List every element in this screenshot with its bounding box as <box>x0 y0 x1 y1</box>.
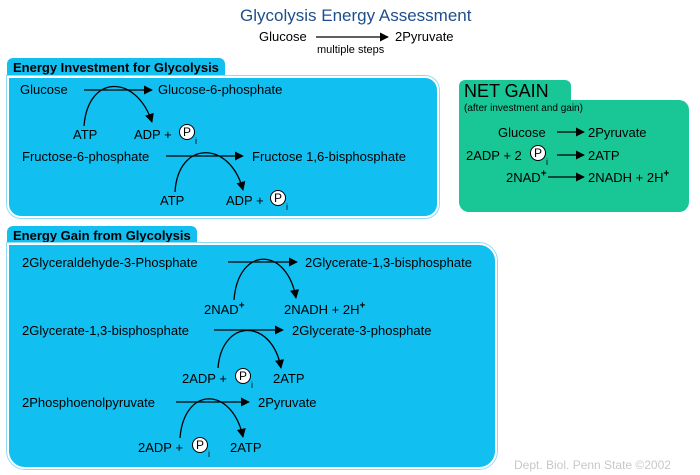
net-nadh: 2NADH + 2H+ <box>588 168 670 185</box>
net-atp: 2ATP <box>588 148 620 163</box>
phosphate-icon: P <box>235 368 251 384</box>
phosphate-subscript: i <box>195 136 197 146</box>
gain-nadh: 2NADH + 2H+ <box>284 300 366 317</box>
gain-panel <box>7 243 497 469</box>
investment-panel <box>7 76 439 218</box>
gain-adp-1: 2ADP + <box>182 371 227 386</box>
inv-glucose: Glucose <box>20 82 68 97</box>
overview-pyruvate: 2Pyruvate <box>395 29 454 44</box>
net-gain-panel <box>459 100 689 212</box>
gain-nad: 2NAD+ <box>204 300 245 317</box>
net-gain-title: NET GAIN <box>464 81 549 101</box>
inv-atp-2: ATP <box>160 193 185 208</box>
inv-adp-2: ADP + <box>226 193 264 208</box>
phosphate-subscript: i <box>546 157 548 167</box>
gain-pyruvate: 2Pyruvate <box>258 395 317 410</box>
inv-adp-1: ADP + <box>134 127 172 142</box>
phosphate-icon: P <box>192 437 208 453</box>
phosphate-subscript: i <box>251 380 253 390</box>
gain-glyceraldehyde: 2Glyceraldehyde-3-Phosphate <box>22 255 198 270</box>
overview-glucose: Glucose <box>259 29 307 44</box>
phosphate-icon: P <box>179 124 195 140</box>
inv-atp-1: ATP <box>73 127 98 142</box>
gain-atp-1: 2ATP <box>273 371 305 386</box>
overview-note: multiple steps <box>317 44 385 56</box>
inv-fructose-6-phosphate: Fructose-6-phosphate <box>22 149 150 164</box>
gain-glycerate-bisphosphate-2: 2Glycerate-1,3-bisphosphate <box>22 323 189 338</box>
net-pyruvate: 2Pyruvate <box>588 125 647 140</box>
net-adp: 2ADP + 2 <box>466 148 522 163</box>
investment-heading-tab: Energy Investment for Glycolysis <box>7 58 225 78</box>
net-gain-subtitle: (after investment and gain) <box>464 103 583 114</box>
net-glucose: Glucose <box>498 125 546 140</box>
gain-atp-2: 2ATP <box>230 440 262 455</box>
inv-glucose-6-phosphate: Glucose-6-phosphate <box>158 82 283 97</box>
page-title: Glycolysis Energy Assessment <box>240 6 472 25</box>
footer-credit: Dept. Biol. Penn State ©2002 <box>514 458 671 472</box>
investment-heading: Energy Investment for Glycolysis <box>13 60 219 75</box>
gain-heading-tab: Energy Gain from Glycolysis <box>7 226 197 246</box>
phosphate-subscript: i <box>286 202 288 212</box>
phosphate-subscript: i <box>208 449 210 459</box>
phosphate-icon: P <box>530 145 546 161</box>
gain-phosphoenolpyruvate: 2Phosphoenolpyruvate <box>22 395 155 410</box>
net-nad: 2NAD+ <box>506 168 547 185</box>
gain-glycerate-bisphosphate-1: 2Glycerate-1,3-bisphosphate <box>305 255 472 270</box>
inv-fructose-bisphosphate: Fructose 1,6-bisphosphate <box>252 149 406 164</box>
gain-glycerate-3-phosphate: 2Glycerate-3-phosphate <box>292 323 432 338</box>
phosphate-icon: P <box>270 190 286 206</box>
gain-heading: Energy Gain from Glycolysis <box>13 228 191 243</box>
gain-adp-2: 2ADP + <box>138 440 183 455</box>
